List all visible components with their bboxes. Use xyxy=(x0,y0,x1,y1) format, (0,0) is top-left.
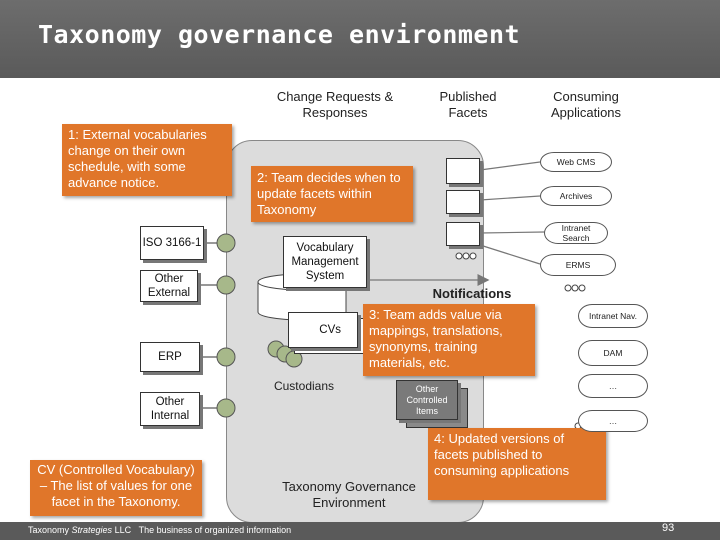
callout-team-decides: 2: Team decides when to update facets wi… xyxy=(251,166,413,222)
published-facets-header: Published Facets xyxy=(439,89,497,120)
callout-updated-versions: 4: Updated versions of facets published … xyxy=(428,428,606,500)
published-facet-3 xyxy=(446,222,480,246)
change-requests-header: Change Requests & Responses xyxy=(276,89,394,120)
app-web-cms: Web CMS xyxy=(540,152,612,172)
callout-team-decides-text: 2: Team decides when to update facets wi… xyxy=(257,170,401,217)
cvs-stack-front: CVs xyxy=(288,312,358,348)
app-more-1: … xyxy=(578,374,648,398)
callout-team-adds-value: 3: Team adds value via mappings, transla… xyxy=(363,304,535,376)
app-intranet-search: Intranet Search xyxy=(544,222,608,244)
notifications-label: Notifications xyxy=(432,286,512,301)
consuming-applications-header: Consuming Applications xyxy=(550,89,622,120)
footer-text: Taxonomy Strategies LLC The business of … xyxy=(28,525,291,535)
published-facet-1 xyxy=(446,158,480,184)
source-erp: ERP xyxy=(140,342,200,372)
app-intranet-nav: Intranet Nav. xyxy=(578,304,648,328)
footer-company-italic: Strategies xyxy=(71,525,113,535)
callout-cv-definition: CV (Controlled Vocabulary) – The list of… xyxy=(30,460,202,516)
footer-tagline: The business of organized information xyxy=(138,525,292,535)
footer-company: Taxonomy xyxy=(28,525,72,535)
callout-team-adds-value-text: 3: Team adds value via mappings, transla… xyxy=(369,307,503,370)
other-controlled-items: Other Controlled Items xyxy=(396,380,458,420)
callout-external-text: 1: External vocabularies change on their… xyxy=(68,127,207,190)
source-iso-3166: ISO 3166-1 xyxy=(140,226,204,260)
custodians-label: Custodians xyxy=(273,379,335,393)
page-number: 93 xyxy=(662,522,675,534)
footer-company-suffix: LLC xyxy=(112,525,132,535)
slide-title: Taxonomy governance environment xyxy=(38,20,521,49)
app-erms: ERMS xyxy=(540,254,616,276)
published-facet-2 xyxy=(446,190,480,214)
app-dam: DAM xyxy=(578,340,648,366)
source-other-internal: Other Internal xyxy=(140,392,200,426)
source-other-external: Other External xyxy=(140,270,198,302)
callout-external-vocabularies: 1: External vocabularies change on their… xyxy=(62,124,232,196)
app-more-2: … xyxy=(578,410,648,432)
footer-bar xyxy=(0,522,720,540)
app-archives: Archives xyxy=(540,186,612,206)
vocabulary-management-system: Vocabulary Management System xyxy=(283,236,367,288)
environment-name: Taxonomy Governance Environment xyxy=(282,479,416,510)
title-bar xyxy=(0,0,720,78)
callout-updated-versions-text: 4: Updated versions of facets published … xyxy=(434,431,570,478)
callout-cv-text: CV (Controlled Vocabulary) – The list of… xyxy=(37,462,195,509)
